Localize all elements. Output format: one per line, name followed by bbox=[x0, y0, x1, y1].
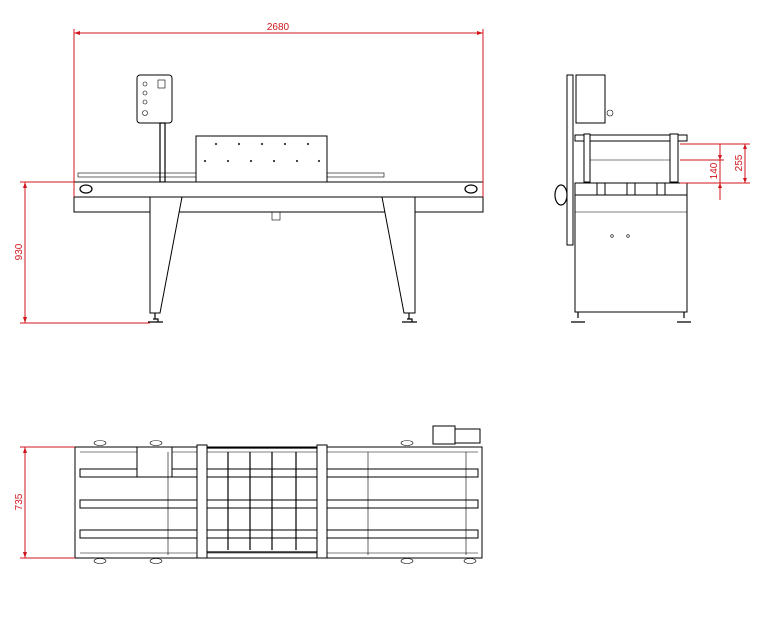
dim-overall-length: 2680 bbox=[267, 22, 290, 33]
top-view bbox=[74, 425, 483, 564]
motor bbox=[554, 184, 568, 206]
pulley-left bbox=[79, 184, 93, 194]
dim-255: 255 bbox=[734, 154, 745, 171]
dim-height: 930 bbox=[14, 243, 25, 260]
top-dimensions: 735 bbox=[14, 446, 75, 559]
top-control-box bbox=[136, 446, 173, 478]
side-control-box bbox=[575, 74, 606, 124]
hood bbox=[195, 135, 328, 183]
control-box bbox=[136, 74, 173, 124]
leg-left bbox=[149, 196, 183, 314]
side-panel bbox=[566, 74, 574, 246]
front-dimensions: 2680 930 bbox=[14, 22, 484, 324]
pulley-right bbox=[464, 184, 478, 194]
leg-right bbox=[381, 196, 416, 314]
frame-base bbox=[73, 196, 484, 213]
dim-width: 735 bbox=[14, 493, 25, 510]
dim-140: 140 bbox=[709, 162, 720, 179]
side-view bbox=[554, 74, 691, 323]
top-motor bbox=[432, 425, 456, 445]
conveyor-beam bbox=[73, 181, 484, 198]
front-view bbox=[73, 74, 484, 323]
side-dimensions: 140 255 bbox=[680, 143, 750, 200]
side-body bbox=[574, 194, 688, 313]
upper-frame bbox=[574, 134, 688, 142]
